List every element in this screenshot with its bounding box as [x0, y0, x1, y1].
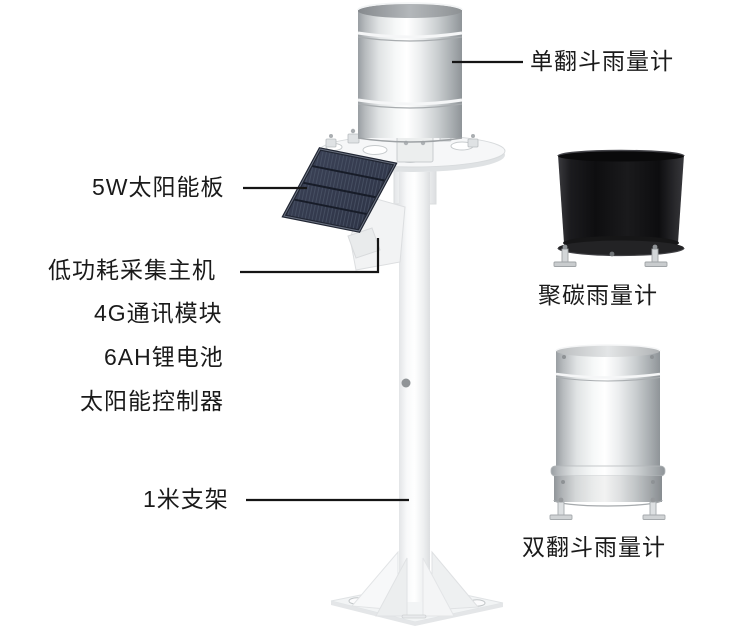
solar-panel: [281, 147, 398, 233]
mounting-pole: [393, 161, 437, 602]
callout-solar-controller: 太阳能控制器: [80, 388, 224, 414]
polycarbonate-rain-gauge-illustration: [553, 149, 685, 267]
callout-bracket: 1米支架: [143, 486, 229, 512]
leader-collector-host: [240, 238, 380, 274]
double-tipping-rain-gauge-illustration: [549, 344, 666, 520]
base-flange: [330, 550, 504, 626]
callout-4g-module: 4G通讯模块: [94, 300, 223, 326]
leader-lines: [240, 60, 523, 502]
gauge-feet: [553, 244, 668, 267]
single-tipping-rain-gauge-cylinder: [357, 2, 463, 143]
callout-solar-panel: 5W太阳能板: [92, 174, 225, 200]
gauge-feet: [549, 497, 666, 520]
pole-cable-hole: [401, 378, 411, 388]
callout-battery: 6AH锂电池: [104, 344, 224, 370]
main-station-illustration: [281, 2, 506, 626]
callout-polycarbonate-gauge: 聚碳雨量计: [538, 282, 658, 308]
plate-bolts: [325, 126, 479, 163]
callout-single-tipping-gauge: 单翻斗雨量计: [530, 48, 674, 74]
callout-double-tipping-gauge: 双翻斗雨量计: [522, 534, 666, 560]
callout-collector-host: 低功耗采集主机: [48, 257, 216, 283]
